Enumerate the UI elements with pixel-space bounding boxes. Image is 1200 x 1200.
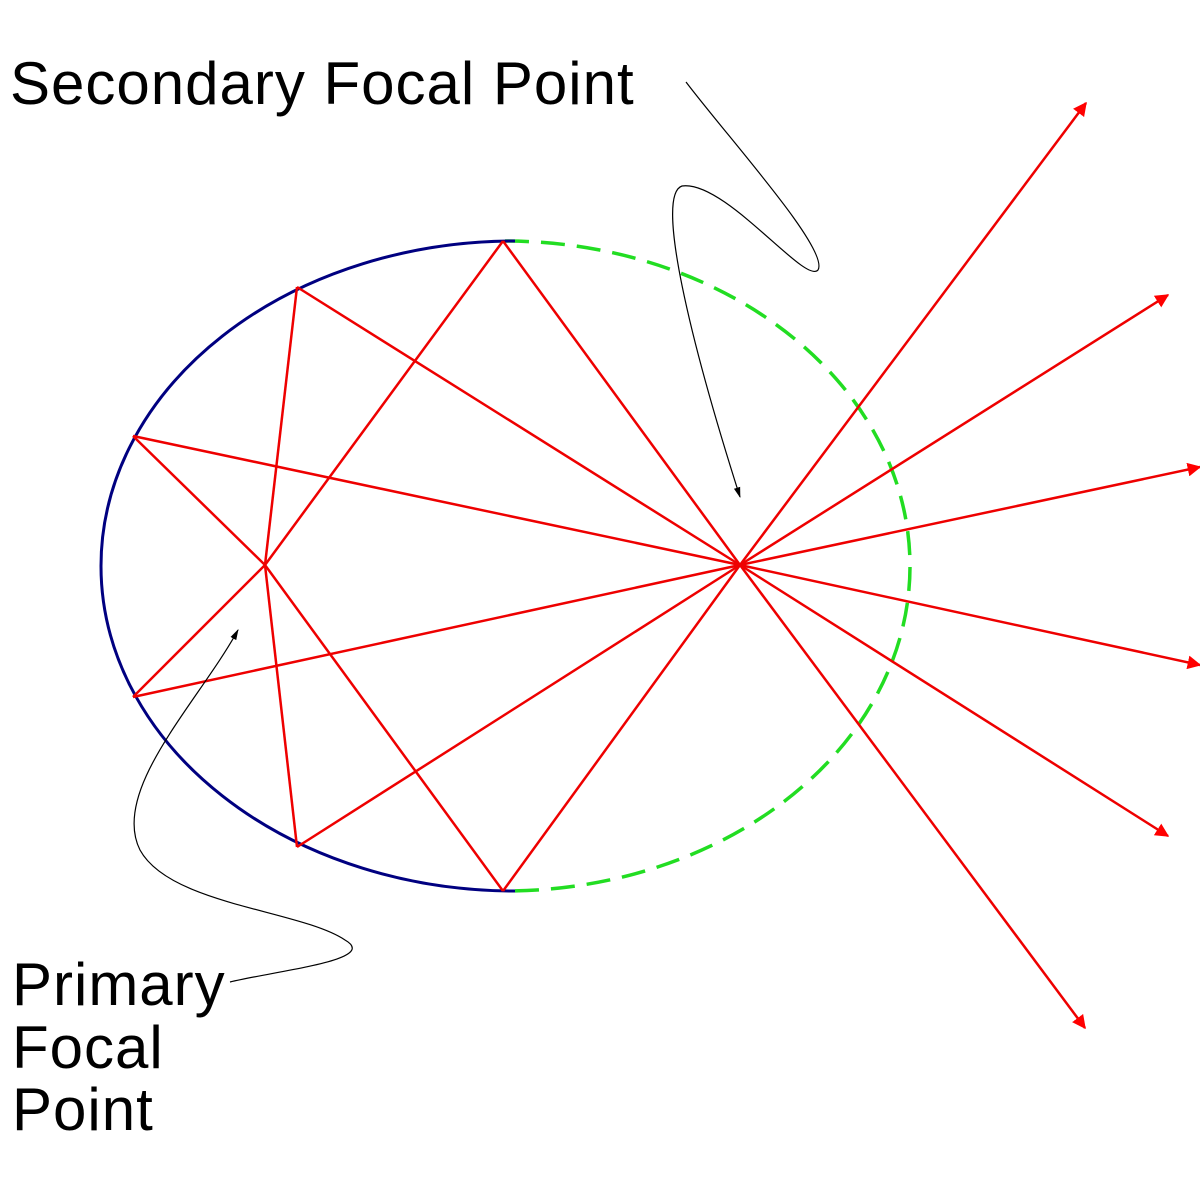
ray-primary-to-upper-left — [132, 435, 266, 566]
primary-focal-point-label-line-2: Focal — [12, 1014, 164, 1081]
light-rays — [132, 240, 742, 892]
ellipse-reflector-solid-arc — [99, 239, 516, 893]
outgoing-ray-4 — [739, 563, 1200, 670]
ray-primary-to-lower — [263, 564, 299, 848]
outgoing-ray-6 — [738, 564, 1087, 1030]
ray-upper-left-to-secondary — [132, 434, 741, 567]
primary-focal-leader — [133, 629, 353, 983]
secondary-focal-leader — [672, 81, 820, 499]
ray-bottom-to-secondary — [501, 564, 742, 892]
ray-lower-to-secondary — [296, 563, 741, 849]
secondary-focal-point-label: Secondary Focal Point — [10, 50, 635, 117]
outgoing-ray-5 — [739, 563, 1170, 838]
primary-focal-point-label-line-3: Point — [12, 1076, 154, 1143]
ellipse-dashed-arc — [504, 239, 912, 893]
ray-primary-to-upper — [263, 286, 299, 566]
ray-lower-left-to-secondary — [132, 563, 741, 699]
ray-primary-to-top — [263, 240, 505, 566]
primary-focal-point-label-line-1: Primary — [12, 951, 226, 1018]
outgoing-ray-1 — [738, 101, 1088, 566]
ray-upper-to-secondary — [296, 285, 741, 567]
outgoing-ray-3 — [739, 462, 1200, 567]
outgoing-rays — [738, 101, 1200, 1030]
ray-top-to-secondary — [501, 240, 742, 566]
callout-leader-lines — [133, 81, 820, 983]
ray-primary-to-bottom — [263, 564, 505, 892]
ray-primary-to-lower-left — [132, 564, 266, 698]
outgoing-ray-2 — [739, 293, 1170, 567]
